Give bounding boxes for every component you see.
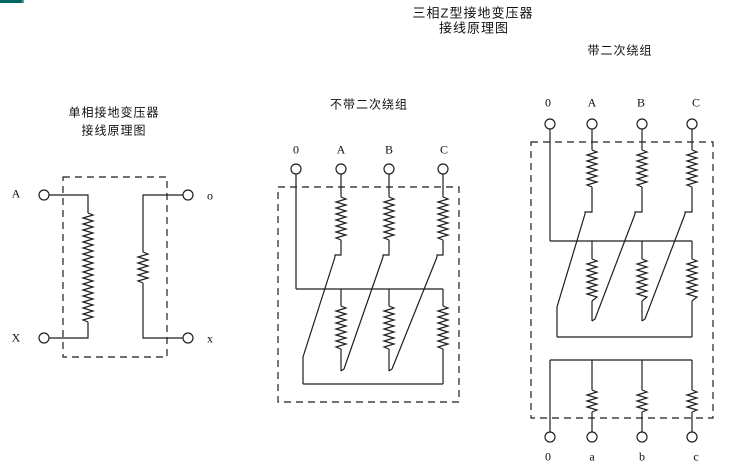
terminal-label-right-a: a bbox=[589, 449, 595, 464]
wire bbox=[388, 256, 438, 372]
wire bbox=[584, 149, 600, 188]
terminal-circle bbox=[182, 189, 194, 201]
terminal-circle bbox=[182, 332, 194, 344]
terminal-label-A: A bbox=[11, 186, 21, 201]
single-phase-title-line1: 单相接地变压器 bbox=[68, 105, 160, 120]
terminal-circle bbox=[686, 118, 698, 130]
wire bbox=[436, 240, 444, 257]
wire bbox=[49, 194, 89, 213]
wire bbox=[340, 256, 384, 372]
wire bbox=[333, 196, 349, 241]
wire bbox=[135, 251, 151, 284]
no-secondary-subtitle: 不带二次绕组 bbox=[329, 97, 409, 112]
wire bbox=[634, 258, 650, 302]
terminal-label-mid-B: B bbox=[384, 142, 394, 157]
wire bbox=[334, 240, 342, 257]
main-title-line2: 接线原理图 bbox=[438, 20, 510, 36]
wire bbox=[584, 389, 600, 413]
accent-bar-tip bbox=[22, 0, 24, 3]
terminal-label-X: X bbox=[11, 330, 21, 345]
wire bbox=[333, 305, 349, 350]
wire bbox=[584, 258, 600, 302]
terminal-circle bbox=[586, 118, 598, 130]
terminal-label-right-B: B bbox=[636, 95, 646, 110]
wire bbox=[591, 213, 636, 322]
wire bbox=[382, 240, 390, 257]
terminal-label-right-0: 0 bbox=[545, 95, 551, 110]
terminal-circle bbox=[290, 163, 302, 175]
main-title-line1: 三相Z型接地变压器 bbox=[412, 5, 534, 21]
wire bbox=[381, 305, 397, 350]
enclosure-dashed-outline bbox=[62, 176, 168, 358]
accent-bar bbox=[0, 0, 22, 3]
wire bbox=[684, 389, 700, 413]
terminal-circle bbox=[636, 431, 648, 443]
terminal-circle bbox=[38, 332, 50, 344]
wire bbox=[684, 258, 700, 302]
terminal-circle bbox=[586, 431, 598, 443]
terminal-label-right-b: b bbox=[639, 449, 645, 464]
terminal-circle bbox=[544, 118, 556, 130]
wire bbox=[435, 305, 451, 350]
wire bbox=[302, 256, 336, 384]
terminal-circle bbox=[437, 163, 449, 175]
wire bbox=[684, 187, 693, 214]
terminal-circle bbox=[636, 118, 648, 130]
wire bbox=[556, 213, 586, 337]
terminal-circle bbox=[544, 431, 556, 443]
wire bbox=[381, 196, 397, 241]
with-secondary-subtitle: 带二次绕组 bbox=[587, 43, 653, 58]
terminal-circle bbox=[383, 163, 395, 175]
terminal-label-right-C: C bbox=[691, 95, 701, 110]
terminal-circle bbox=[686, 431, 698, 443]
wire bbox=[49, 322, 89, 339]
wire bbox=[634, 187, 643, 214]
wire bbox=[435, 196, 451, 241]
terminal-label-o: o bbox=[207, 188, 213, 203]
enclosure-dashed-outline bbox=[277, 186, 460, 403]
wire bbox=[80, 212, 96, 323]
wire bbox=[584, 187, 593, 214]
terminal-circle bbox=[335, 163, 347, 175]
terminal-label-mid-A: A bbox=[336, 142, 346, 157]
single-phase-title-line2: 接线原理图 bbox=[81, 123, 147, 138]
terminal-label-mid-0: 0 bbox=[293, 142, 299, 157]
wire bbox=[142, 283, 183, 339]
wire bbox=[634, 149, 650, 188]
terminal-circle bbox=[38, 189, 50, 201]
terminal-label-right-0b: 0 bbox=[545, 449, 551, 464]
terminal-label-mid-C: C bbox=[439, 142, 449, 157]
terminal-label-right-A: A bbox=[587, 95, 597, 110]
terminal-label-x: x bbox=[207, 331, 213, 346]
wire bbox=[641, 213, 686, 322]
wire bbox=[684, 149, 700, 188]
terminal-label-right-c: c bbox=[693, 449, 699, 464]
wire bbox=[142, 194, 183, 252]
enclosure-dashed-outline bbox=[530, 141, 714, 419]
wire bbox=[634, 389, 650, 413]
